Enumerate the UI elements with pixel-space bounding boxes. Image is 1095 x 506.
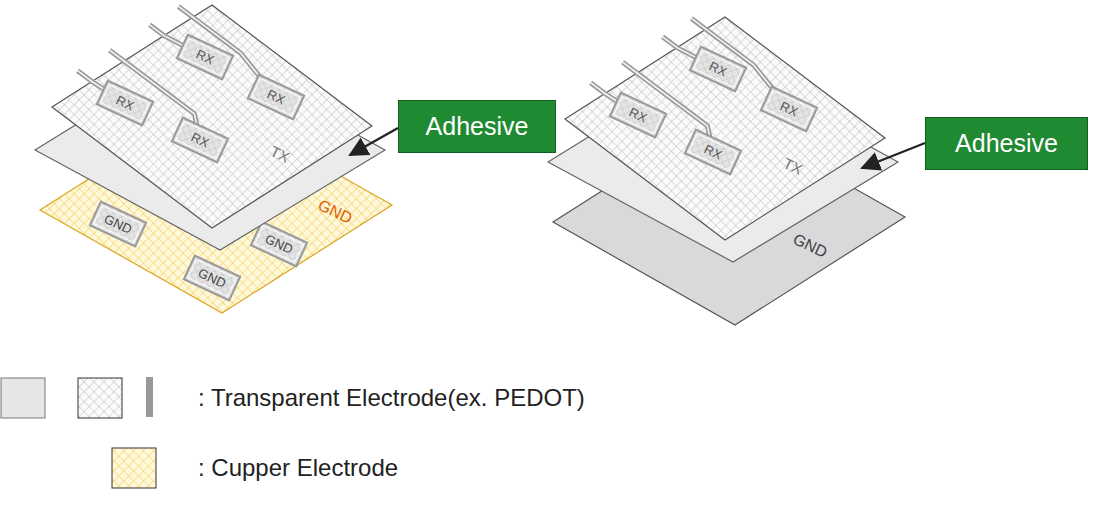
legend-text: : Cupper Electrode bbox=[198, 456, 398, 480]
rx-pad-inner bbox=[689, 134, 737, 171]
pad-label: GND bbox=[196, 266, 228, 290]
rx-pad-inner bbox=[694, 51, 742, 88]
rx-pad-outer bbox=[97, 81, 153, 126]
rx-traces bbox=[78, 6, 276, 140]
gnd-pad-outer bbox=[184, 256, 240, 301]
rx-pad-outer bbox=[685, 130, 741, 175]
gnd-pad bbox=[90, 202, 146, 247]
rx-pad-inner bbox=[252, 79, 300, 116]
gnd-pad-inner bbox=[94, 206, 142, 243]
tx-layer bbox=[565, 17, 885, 240]
gnd-pad-inner bbox=[255, 226, 303, 263]
rx-traces bbox=[591, 18, 789, 152]
pad-label: RX bbox=[194, 47, 216, 66]
pad-label: RX bbox=[265, 87, 287, 106]
callout-arrow bbox=[862, 143, 925, 168]
gnd-pad-outer bbox=[90, 202, 146, 247]
rx-pad bbox=[177, 35, 233, 80]
rx-pad bbox=[610, 93, 666, 138]
rx-pad bbox=[690, 47, 746, 92]
rx-pad-inner bbox=[176, 122, 224, 159]
pad-label: RX bbox=[189, 130, 211, 149]
layer-label: TX bbox=[781, 155, 805, 177]
rx-pad bbox=[685, 130, 741, 175]
rx-pad-outer bbox=[172, 118, 228, 163]
pad-label: RX bbox=[702, 142, 724, 161]
right-stack bbox=[548, 17, 905, 325]
pad-label: RX bbox=[627, 105, 649, 124]
left-stack bbox=[35, 5, 392, 313]
gnd-pad bbox=[251, 222, 307, 267]
tx-layer bbox=[52, 5, 372, 228]
callout-box: Adhesive bbox=[925, 117, 1088, 170]
legend-swatch-copper bbox=[112, 448, 156, 488]
rx-pad-inner bbox=[614, 97, 662, 134]
rx-pad-outer bbox=[248, 75, 304, 120]
rx-pad bbox=[761, 87, 817, 132]
rx-pad-outer bbox=[761, 87, 817, 132]
rx-pad-inner bbox=[765, 91, 813, 128]
pad-label: GND bbox=[263, 232, 295, 256]
gnd-pad-inner bbox=[188, 260, 236, 297]
rx-pad-outer bbox=[690, 47, 746, 92]
callout-arrow bbox=[350, 128, 398, 155]
rx-pad bbox=[248, 75, 304, 120]
pad-label: RX bbox=[707, 59, 729, 78]
layer-label: GND bbox=[791, 231, 830, 261]
rx-pad bbox=[97, 81, 153, 126]
pad-label: RX bbox=[778, 99, 800, 118]
legend-text: : Transparent Electrode(ex. PEDOT) bbox=[198, 386, 585, 410]
callout-box: Adhesive bbox=[398, 100, 556, 153]
rx-pad-outer bbox=[610, 93, 666, 138]
pad-label: RX bbox=[114, 93, 136, 112]
layer-label: GND bbox=[316, 197, 355, 227]
layer-label: TX bbox=[268, 143, 292, 165]
callout-text: Adhesive bbox=[426, 113, 529, 141]
legend-swatch-hatch bbox=[78, 378, 122, 418]
rx-pad-outer bbox=[177, 35, 233, 80]
callout-text: Adhesive bbox=[955, 130, 1058, 158]
gnd-pad-outer bbox=[251, 222, 307, 267]
rx-pad-inner bbox=[181, 39, 229, 76]
legend-swatch-plain bbox=[1, 378, 45, 418]
gnd-pad bbox=[184, 256, 240, 301]
rx-pad bbox=[172, 118, 228, 163]
pad-label: GND bbox=[102, 212, 134, 236]
legend-swatch-trace bbox=[146, 377, 153, 417]
rx-pad-inner bbox=[101, 85, 149, 122]
